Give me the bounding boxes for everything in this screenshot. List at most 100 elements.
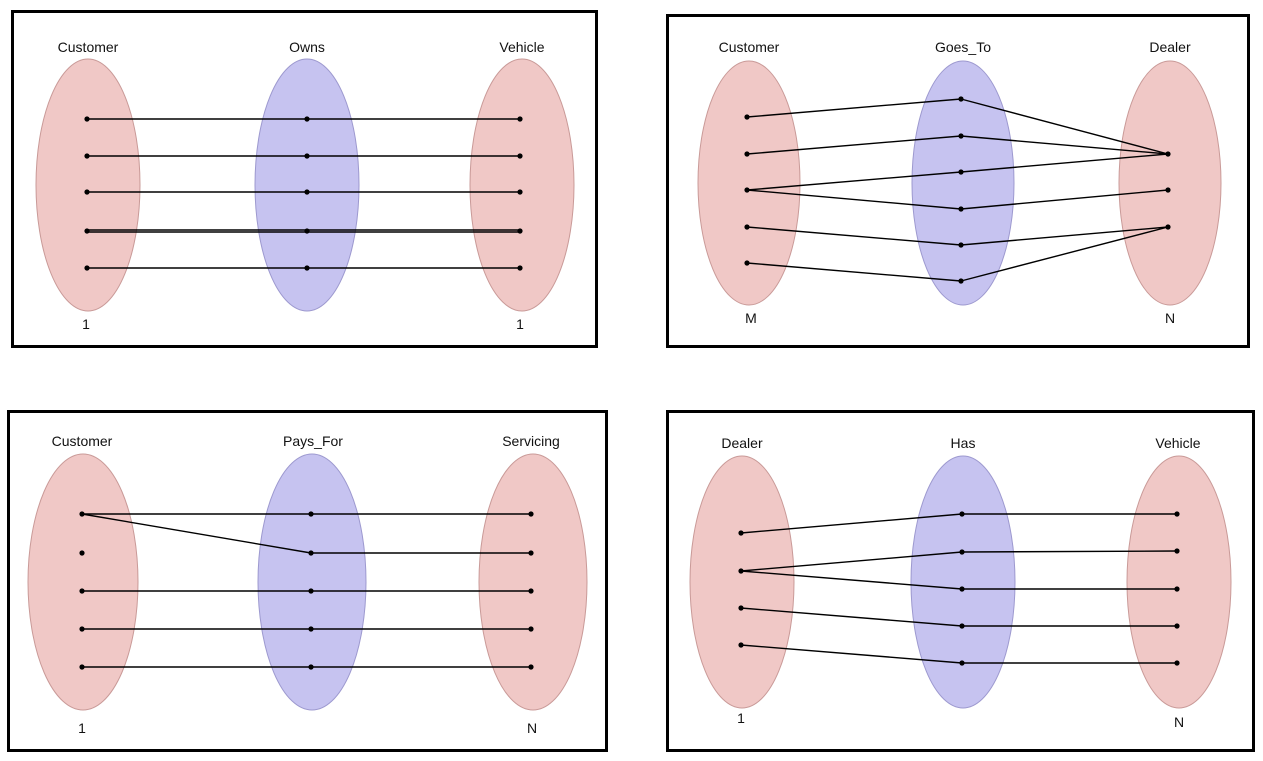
element-dot [958,169,964,175]
element-dot [1165,151,1171,157]
mapping-line [746,189,962,210]
element-dot [528,550,534,556]
element-dot [958,133,964,139]
relationship-label: Pays_For [283,433,343,449]
element-dot [517,189,523,195]
element-dot [744,224,750,230]
element-dot [738,642,744,648]
element-dot [308,626,314,632]
mapping-line [740,513,963,534]
element-dot [308,511,314,517]
element-dot [84,189,90,195]
element-dot [304,189,310,195]
mapping-line [746,226,962,246]
entity-set-dealer [689,455,795,709]
right-entity-label: Dealer [1149,39,1191,55]
element-dot [528,511,534,517]
element-dot [1174,660,1180,666]
element-dot [79,588,85,594]
element-dot [738,605,744,611]
element-dot [84,153,90,159]
element-dot [517,116,523,122]
relationship-set-owns [254,58,360,312]
element-dot [744,114,750,120]
element-dot [308,664,314,670]
element-dot [304,116,310,122]
element-dot [528,626,534,632]
mapping-line [746,135,962,155]
element-dot [959,623,965,629]
relationship-set-pays-for [257,453,367,711]
relationship-label: Owns [289,39,325,55]
mapping-line [740,644,963,664]
entity-set-servicing [478,453,588,711]
mapping-line [81,513,312,554]
mapping-line [960,98,1169,155]
relationship-set-has [910,455,1016,709]
element-dot [528,664,534,670]
element-dot [84,265,90,271]
element-dot [744,151,750,157]
entity-set-customer [697,60,801,306]
element-dot [84,116,90,122]
element-dot [738,568,744,574]
element-dot [959,586,965,592]
element-dot [958,278,964,284]
element-dot [1174,623,1180,629]
diagram-dealer-has-vehicle: Dealer Has Vehicle 1 N [666,410,1255,752]
element-dot [517,228,523,234]
mapping-line [960,135,1169,155]
element-dot [959,660,965,666]
mapping-line [961,550,1178,553]
left-entity-label: Customer [52,433,113,449]
element-dot [1165,224,1171,230]
element-dot [304,265,310,271]
element-dot [958,242,964,248]
mapping-line [746,98,962,118]
right-cardinality: N [527,720,537,736]
left-cardinality: 1 [78,720,86,736]
element-dot [304,228,310,234]
mapping-diagram: Customer Owns Vehicle 1 1 [35,39,575,332]
right-cardinality: N [1165,310,1175,326]
element-dot [959,511,965,517]
element-dot [79,511,85,517]
right-entity-label: Servicing [502,433,560,449]
element-dot [959,549,965,555]
relationship-label: Goes_To [935,39,991,55]
right-cardinality: N [1174,714,1184,730]
element-dot [1174,548,1180,554]
right-entity-label: Vehicle [1155,435,1200,451]
element-dot [308,588,314,594]
mapping-line [960,189,1169,210]
element-dot [528,588,534,594]
left-cardinality: 1 [737,710,745,726]
entity-set-dealer [1118,60,1222,306]
mapping-line [960,226,1169,282]
mapping-diagram: Dealer Has Vehicle 1 N [689,435,1232,730]
mapping-line [740,551,963,572]
mapping-diagram: Customer Goes_To Dealer M N [697,39,1222,326]
right-entity-label: Vehicle [499,39,544,55]
mapping-line [740,607,963,627]
entity-set-vehicle [469,58,575,312]
left-cardinality: M [745,310,757,326]
element-dot [1174,511,1180,517]
relationship-set-goes-to [911,60,1015,306]
left-entity-label: Dealer [721,435,763,451]
entity-set-customer [27,453,139,711]
element-dot [517,153,523,159]
element-dot [308,550,314,556]
element-dot [958,96,964,102]
mapping-line [746,262,962,282]
mapping-line [960,153,1169,173]
element-dot [1174,586,1180,592]
left-entity-label: Customer [719,39,780,55]
mapping-line [960,226,1169,246]
element-dot [84,228,90,234]
element-dot [744,260,750,266]
mapping-line [746,171,962,191]
entity-set-customer [35,58,141,312]
element-dot [738,530,744,536]
diagram-customer-goes-to-dealer: Customer Goes_To Dealer M N [666,14,1250,348]
